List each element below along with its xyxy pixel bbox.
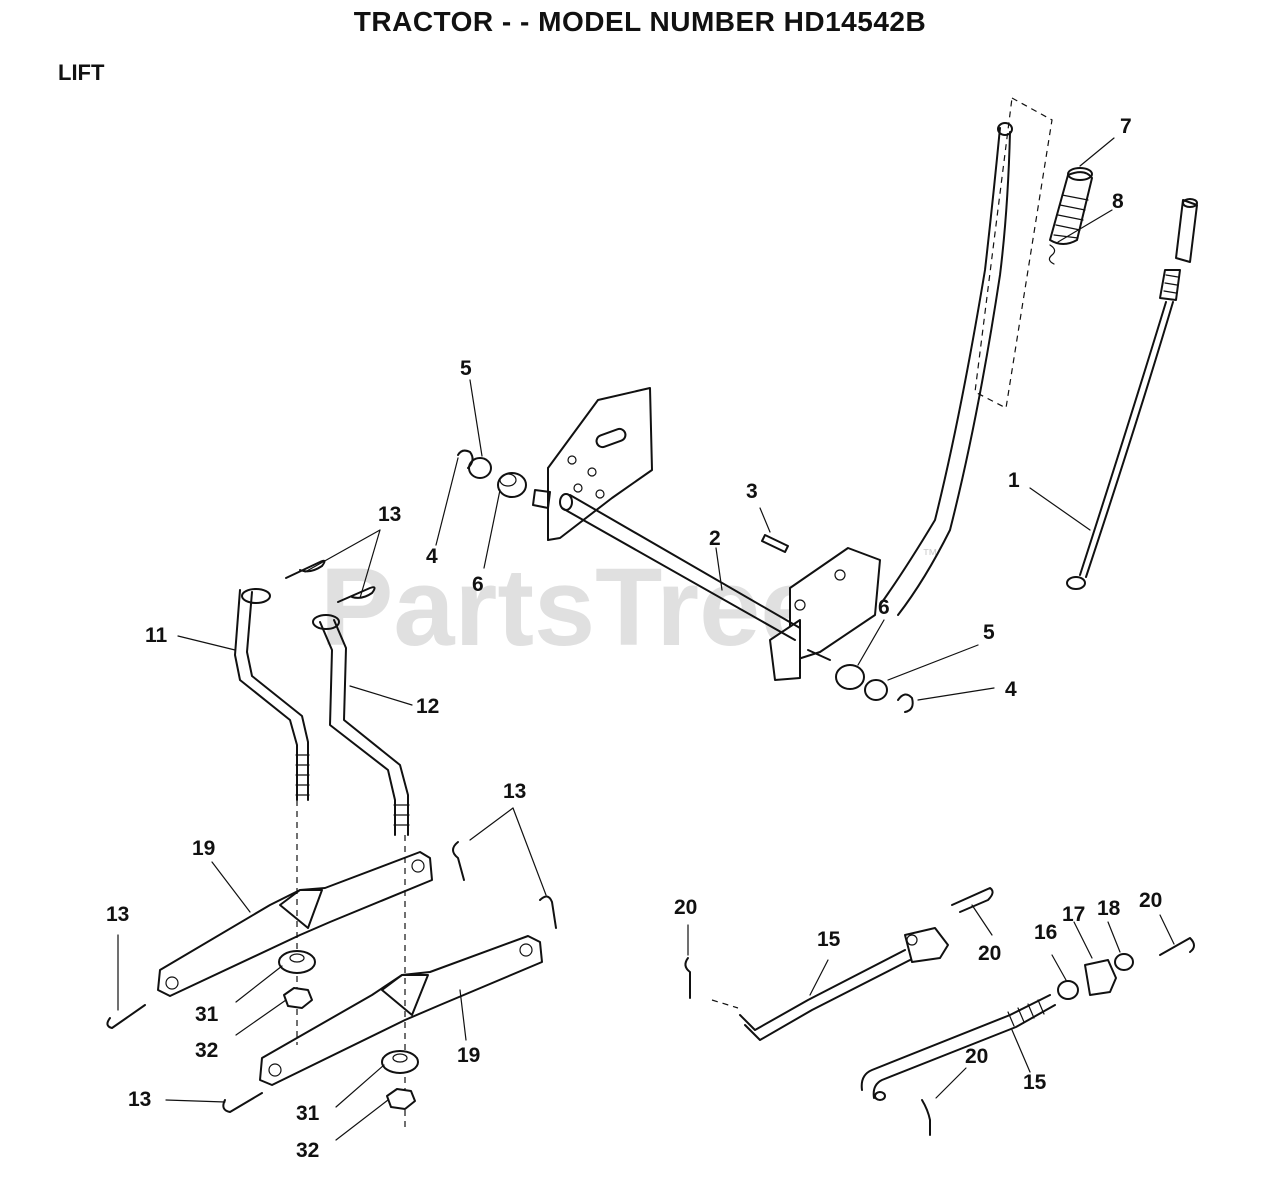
lift-link-11 <box>234 588 310 801</box>
deck-rod-lower <box>860 994 1056 1101</box>
callout-8: 8 <box>1112 190 1124 213</box>
callout-3: 3 <box>746 480 758 503</box>
callout-15b: 15 <box>1023 1071 1047 1094</box>
lift-arm-upper <box>157 851 433 997</box>
callout-2: 2 <box>709 527 721 550</box>
hairpin-clip-top-b <box>337 586 376 603</box>
key <box>761 534 789 553</box>
section-label: LIFT <box>58 60 105 85</box>
hairpin-clip-20b <box>951 887 994 913</box>
hairpin-clip-20d <box>921 1099 931 1136</box>
watermark-text: PartsTree <box>320 546 821 669</box>
callout-15a: 15 <box>817 928 841 951</box>
callout-13b: 13 <box>503 780 526 803</box>
lift-link-12 <box>312 614 410 836</box>
hairpin-clip-left <box>457 449 474 469</box>
block-17 <box>1084 959 1117 996</box>
lift-lever <box>769 122 1013 681</box>
callout-20a: 20 <box>674 896 697 919</box>
callout-6a: 6 <box>472 573 484 596</box>
hairpin-clip-20a <box>684 957 691 999</box>
hairpin-clip-arm-d <box>222 1092 263 1113</box>
callout-5a: 5 <box>460 357 472 380</box>
hand-grip <box>1049 167 1093 245</box>
hairpin-clip-arm-a <box>452 841 465 881</box>
callout-18: 18 <box>1097 897 1121 920</box>
callout-13d: 13 <box>128 1088 151 1111</box>
callout-20d: 20 <box>965 1045 988 1068</box>
callout-17: 17 <box>1062 903 1085 926</box>
bushing-right <box>835 664 865 690</box>
callout-1: 1 <box>1008 469 1020 492</box>
hairpin-clip-top-a <box>285 559 326 579</box>
callout-13a: 13 <box>378 503 401 526</box>
callout-16: 16 <box>1034 921 1057 944</box>
lift-shaft <box>532 489 801 641</box>
callout-11: 11 <box>145 624 168 647</box>
nut-lower <box>386 1088 416 1110</box>
callout-4a: 4 <box>426 545 438 568</box>
callout-12: 12 <box>416 695 439 718</box>
nut-16 <box>1057 980 1079 1000</box>
washer-18 <box>1114 953 1134 971</box>
lift-arm-lower <box>259 935 543 1086</box>
lift-cable <box>1066 198 1198 590</box>
callout-19a: 19 <box>192 837 215 860</box>
grip-spring <box>1048 244 1056 265</box>
callout-20b: 20 <box>978 942 1001 965</box>
hairpin-clip-right <box>897 693 914 713</box>
callout-4b: 4 <box>1005 678 1017 701</box>
callout-31a: 31 <box>195 1003 219 1026</box>
deck-rod-upper <box>739 927 949 1041</box>
callout-32b: 32 <box>296 1139 319 1162</box>
callout-19b: 19 <box>457 1044 480 1067</box>
callout-numbers: 7 8 1 5 3 2 4 6 6 5 4 13 11 12 13 19 13 … <box>106 115 1162 1162</box>
callout-6b: 6 <box>878 596 890 619</box>
diagram-title: TRACTOR - - MODEL NUMBER HD14542B <box>353 6 927 37</box>
callout-32a: 32 <box>195 1039 218 1062</box>
callout-20c: 20 <box>1139 889 1162 912</box>
hairpin-clip-arm-b <box>539 895 557 929</box>
callout-leaders <box>117 137 1175 1141</box>
hairpin-clip-20c <box>1159 937 1195 956</box>
callout-5b: 5 <box>983 621 995 644</box>
mounting-plate <box>547 387 653 541</box>
nut-upper <box>283 987 313 1009</box>
hairpin-clip-arm-c <box>106 1004 146 1029</box>
callout-7: 7 <box>1120 115 1132 138</box>
washer-right <box>864 679 888 701</box>
callout-31b: 31 <box>296 1102 320 1125</box>
callout-13c: 13 <box>106 903 129 926</box>
